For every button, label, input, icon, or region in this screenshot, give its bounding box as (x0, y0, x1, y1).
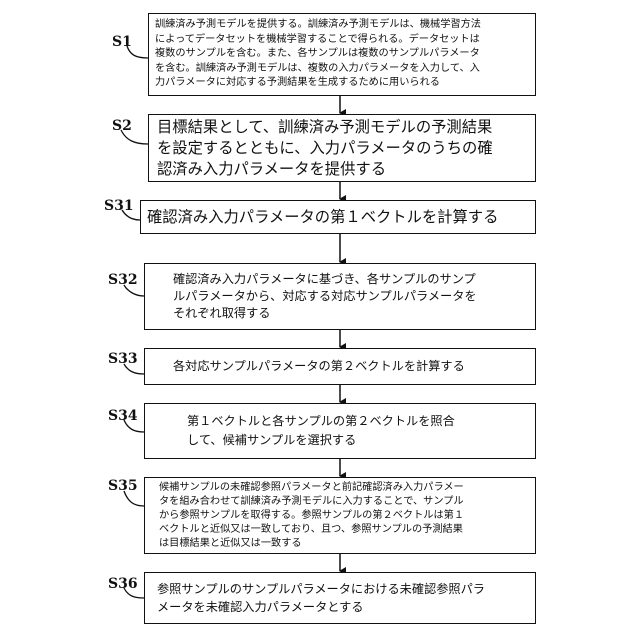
step-label-s2: S2 (112, 118, 132, 134)
step-text-s31: 確認済み入力パラメータの第１ベクトルを計算する (147, 207, 498, 227)
step-text-s34: 第１ベクトルと各サンプルの第２ベクトルを照合 して、候補サンプルを選択する (187, 412, 455, 450)
step-box-s32: 確認済み入力パラメータに基づき、各サンプルのサンプ ルパラメータから、対応する対… (144, 263, 536, 330)
step-text-s2: 目標結果として、訓練済み予測モデルの予測結果 を設定するとともに、入力パラメータ… (157, 117, 493, 180)
step-box-s2: 目標結果として、訓練済み予測モデルの予測結果 を設定するとともに、入力パラメータ… (148, 114, 536, 182)
step-box-s1: 訓練済み予測モデルを提供する。訓練済み予測モデルは、機械学習方法 によってデータ… (148, 13, 536, 96)
step-box-s33: 各対応サンプルパラメータの第２ベクトルを計算する (144, 348, 536, 385)
step-label-s31: S31 (104, 198, 134, 214)
step-text-s1: 訓練済み予測モデルを提供する。訓練済み予測モデルは、機械学習方法 によってデータ… (155, 18, 481, 91)
step-label-s36: S36 (108, 576, 138, 592)
step-box-s34: 第１ベクトルと各サンプルの第２ベクトルを照合 して、候補サンプルを選択する (144, 403, 536, 459)
step-label-s1: S1 (112, 34, 132, 50)
step-box-s36: 参照サンプルのサンプルパラメータにおける未確認参照パラ メータを未確認入力パラメ… (144, 572, 536, 624)
step-label-s34: S34 (108, 408, 138, 424)
step-text-s32: 確認済み入力パラメータに基づき、各サンプルのサンプ ルパラメータから、対応する対… (173, 271, 477, 322)
step-text-s33: 各対応サンプルパラメータの第２ベクトルを計算する (173, 358, 465, 375)
step-label-s33: S33 (108, 351, 138, 367)
step-text-s35: 候補サンプルの未確認参照パラメータと前記確認済み入力パラメー タを組み合わせて訓… (159, 481, 464, 551)
step-box-s35: 候補サンプルの未確認参照パラメータと前記確認済み入力パラメー タを組み合わせて訓… (144, 477, 536, 554)
step-label-s35: S35 (108, 478, 138, 494)
step-text-s36: 参照サンプルのサンプルパラメータにおける未確認参照パラ メータを未確認入力パラメ… (157, 580, 485, 616)
step-label-s32: S32 (108, 272, 138, 288)
step-box-s31: 確認済み入力パラメータの第１ベクトルを計算する (140, 200, 536, 234)
